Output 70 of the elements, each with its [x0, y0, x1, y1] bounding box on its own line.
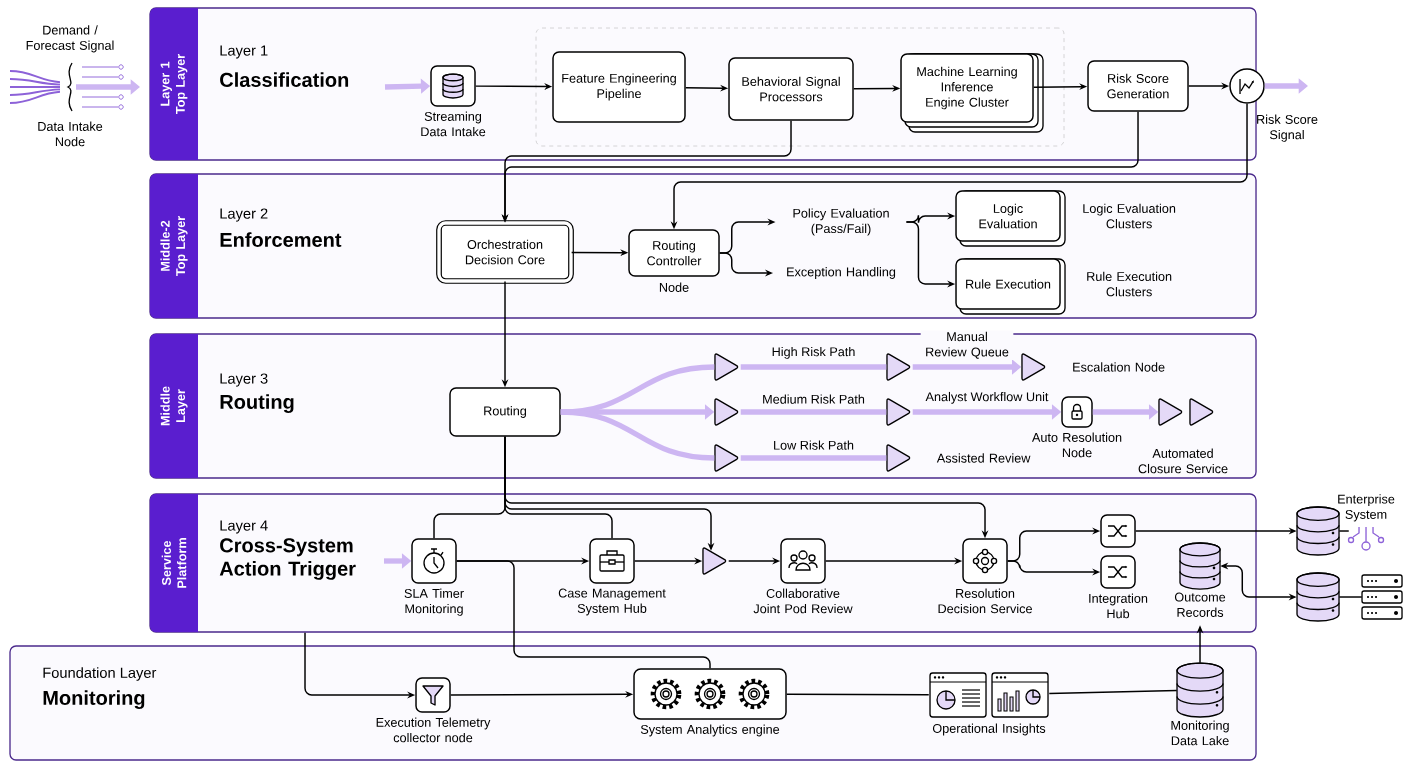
icon-caption: Streaming Data Intake	[421, 111, 486, 137]
triangle-marker	[1189, 398, 1214, 426]
triangle-marker	[714, 444, 739, 472]
flow-band	[740, 409, 887, 415]
layer-title: Cross-System Action Trigger	[219, 538, 356, 580]
server-icon	[1361, 574, 1403, 620]
icon-caption: Risk Score Signal	[1257, 114, 1318, 142]
connector-line	[1048, 689, 1178, 695]
icon-caption: System Analytics engine	[640, 724, 780, 737]
icon-caption: Data Intake Node	[38, 121, 103, 147]
layer-number: Layer 4	[220, 520, 268, 534]
icon-caption: Case Management System Hub	[558, 588, 666, 616]
branch-label: Exception Handling	[787, 267, 896, 279]
layer-title: Enforcement	[220, 232, 342, 247]
layer-number: Layer 2	[220, 208, 268, 222]
database-icon	[1296, 572, 1340, 622]
layer-number: Foundation Layer	[43, 667, 157, 681]
connector-line	[1338, 596, 1363, 598]
layer-title: Routing	[220, 394, 294, 413]
connector-line	[456, 560, 711, 669]
side-caption: Node	[659, 282, 689, 292]
icon-caption: Execution Telemetry collector node	[376, 717, 491, 743]
process-box: Behavioral Signal Processors	[728, 57, 854, 121]
flow-band	[740, 455, 887, 461]
layer-title: Classification	[220, 72, 349, 87]
connector-line	[1338, 530, 1350, 532]
side-caption: Rule Execution Clusters	[1087, 271, 1172, 297]
icon-caption: Outcome Records	[1174, 592, 1226, 617]
icon-caption: Auto Resolution Node	[1031, 432, 1122, 458]
connector-line	[786, 693, 930, 696]
shuffle-icon	[1100, 514, 1136, 548]
flow-band	[740, 364, 887, 370]
triangle-marker	[886, 398, 911, 426]
process-box: Feature Engineering Pipeline	[552, 51, 686, 123]
layer-number: Layer 3	[220, 373, 268, 387]
icon-caption: Collaborative Joint Pod Review	[753, 588, 853, 614]
side-tab: Middle Layer	[150, 334, 198, 478]
side-caption: Escalation Node	[1073, 362, 1165, 372]
triangle-marker	[702, 547, 727, 575]
triangle-marker	[1158, 398, 1183, 426]
side-tab: Layer 1 Top Layer	[150, 8, 198, 160]
process-box: Routing	[449, 387, 561, 437]
icon-caption: Resolution Decision Service	[938, 588, 1032, 614]
note-label: Automated Closure Service	[1138, 448, 1228, 474]
layer-title: Monitoring	[43, 690, 145, 709]
double-border-box: Orchestration Decision Core	[436, 220, 574, 284]
side-caption: Assisted Review	[936, 453, 1031, 463]
node-heading: Demand / Forecast Signal	[26, 25, 114, 53]
layer-number: Layer 1	[220, 45, 268, 59]
triangle-marker	[714, 398, 739, 426]
triangle-marker	[714, 353, 739, 381]
icon-caption: Integration Hub	[1089, 593, 1148, 619]
database-icon	[1296, 506, 1340, 556]
icon-caption: Monitoring Data Lake	[1171, 720, 1229, 746]
branch-label: Policy Evaluation (Pass/Fail)	[793, 208, 889, 236]
icon-caption: Operational Insights	[932, 723, 1046, 736]
edge-label: Medium Risk Path	[760, 393, 867, 406]
icon-caption: SLA Timer Monitoring	[404, 588, 464, 616]
stacked-box: Machine Learning Inference Engine Cluster	[900, 53, 1044, 133]
dashed-group-box	[535, 27, 1065, 147]
triangle-marker	[886, 353, 911, 381]
side-tab: Service Platform	[150, 494, 198, 632]
edge-label: Manual Review Queue	[920, 330, 1014, 361]
side-caption: Logic Evaluation Clusters	[1083, 203, 1176, 229]
process-box: Risk Score Generation	[1087, 60, 1189, 112]
flow-band	[560, 409, 715, 461]
edge-label: Low Risk Path	[771, 439, 856, 452]
icon-caption: Enterprise System	[1338, 494, 1395, 522]
side-tab: Middle-2 Top Layer	[150, 174, 198, 318]
process-box: Routing Controller	[628, 229, 720, 277]
